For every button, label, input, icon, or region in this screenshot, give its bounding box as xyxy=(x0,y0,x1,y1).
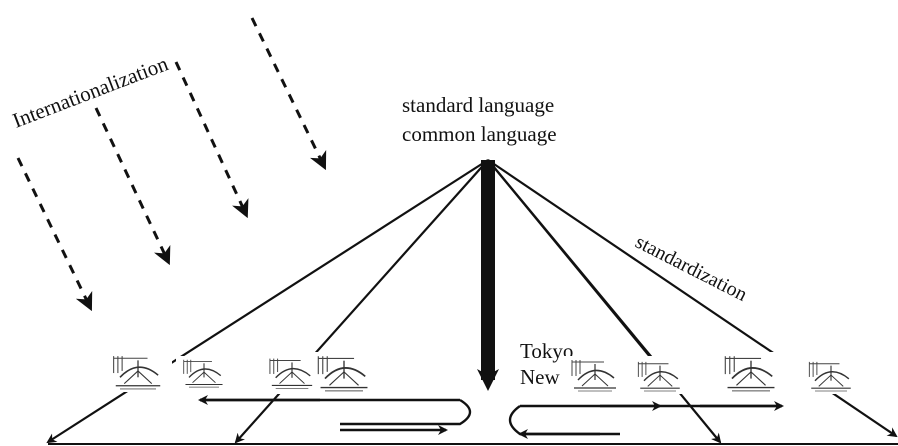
right-loop xyxy=(508,404,780,436)
satellite-dishes xyxy=(106,352,862,394)
common-language-label: common language xyxy=(402,122,557,146)
dashed-arrow-2 xyxy=(94,107,171,266)
standard-language-label: standard language xyxy=(402,93,554,117)
dashed-arrow-4 xyxy=(250,17,327,171)
standardization-fan xyxy=(46,159,898,444)
internationalization-label: Internationalization xyxy=(9,51,172,133)
fan-line-mid-right xyxy=(487,159,665,373)
fan-line-left xyxy=(234,159,489,444)
internationalization-arrows xyxy=(16,17,327,312)
dashed-arrow-3 xyxy=(174,61,249,219)
left-loop xyxy=(200,398,472,426)
fan-line-far-right xyxy=(487,159,898,438)
new-label: New xyxy=(520,365,560,389)
dashed-arrow-1 xyxy=(16,157,93,312)
circulation-loops xyxy=(198,395,784,439)
fan-line-far-left xyxy=(46,159,489,444)
